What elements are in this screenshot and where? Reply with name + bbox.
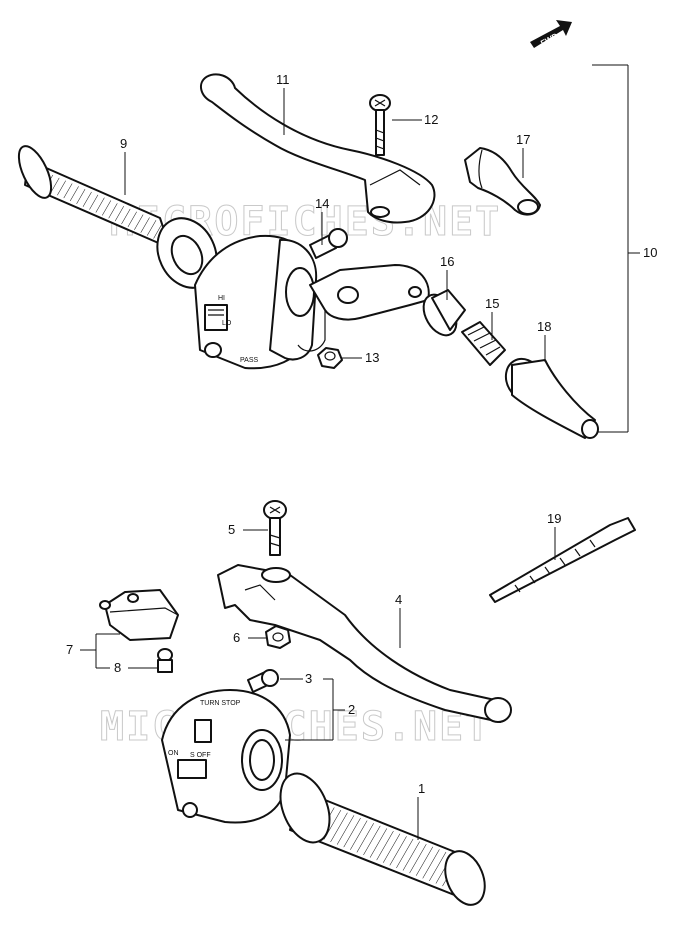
callout-7: 7 — [66, 642, 73, 657]
watermark-bottom: MICROFICHES.NET — [100, 704, 491, 750]
switch-turn-label: TURN STOP — [200, 700, 241, 707]
adjuster-nut-16 — [422, 289, 466, 337]
lever-bracket — [297, 264, 430, 352]
callout-1: 1 — [418, 781, 425, 796]
nut-13 — [317, 347, 343, 369]
callout-12: 12 — [424, 112, 438, 127]
callout-8: 8 — [114, 660, 121, 675]
switch-hi-label: HI — [218, 295, 225, 302]
switch-housing-lower: TURN STOP S OFF ON — [161, 689, 291, 824]
callout-15: 15 — [485, 296, 499, 311]
callout-5: 5 — [228, 522, 235, 537]
callout-6: 6 — [233, 630, 240, 645]
boot-18 — [504, 357, 599, 439]
adjuster-bolt-15 — [461, 321, 506, 366]
fwd-arrow-icon: FWD — [530, 20, 572, 48]
callout-9: 9 — [120, 136, 127, 151]
callout-13: 13 — [365, 350, 379, 365]
grip-right — [279, 772, 486, 906]
bolt-14 — [309, 228, 348, 259]
callout-2: 2 — [348, 702, 355, 717]
bolt-3 — [247, 669, 279, 693]
lever-upper — [199, 73, 436, 224]
cover-17 — [464, 147, 541, 216]
brake-switch-7 — [99, 589, 179, 641]
switch-housing-upper: HI LO PASS — [194, 234, 318, 370]
screw-12 — [369, 94, 391, 156]
switch-lo-label: LO — [222, 320, 232, 327]
callout-17: 17 — [516, 132, 530, 147]
callout-14: 14 — [315, 196, 329, 211]
callout-11: 11 — [276, 72, 290, 87]
callout-10: 10 — [643, 245, 657, 260]
callout-4: 4 — [395, 592, 402, 607]
callout-3: 3 — [305, 671, 312, 686]
lever-lower — [217, 564, 512, 723]
screw-8 — [157, 648, 173, 673]
callout-19: 19 — [547, 511, 561, 526]
switch-pass-label: PASS — [240, 357, 258, 364]
switch-mid-label: S OFF — [190, 752, 211, 759]
callout-16: 16 — [440, 254, 454, 269]
callout-18: 18 — [537, 319, 551, 334]
tie-strap-19 — [489, 517, 636, 603]
switch-side-label: ON — [168, 750, 179, 757]
screw-5 — [263, 500, 287, 556]
nut-6 — [265, 625, 291, 649]
